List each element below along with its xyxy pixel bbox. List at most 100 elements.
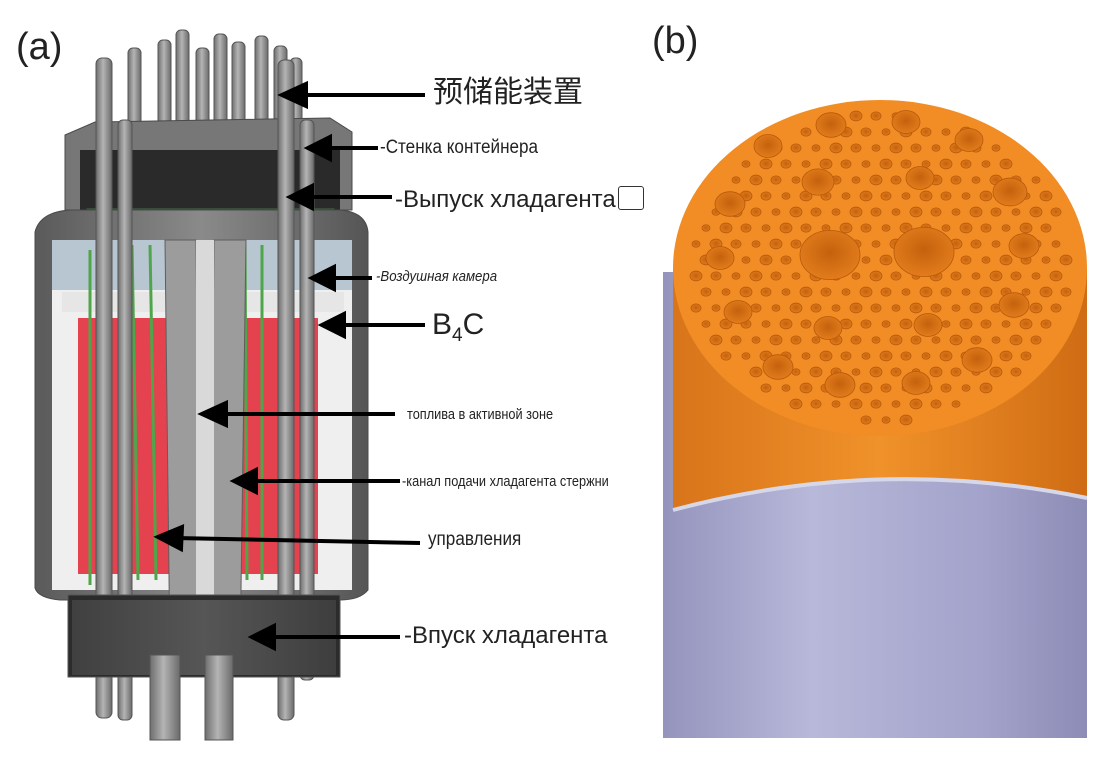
coolant-hole: [899, 318, 913, 330]
coolant-hole: [880, 191, 892, 201]
coolant-hole: [751, 336, 761, 344]
coolant-hole: [891, 304, 901, 312]
coolant-hole: [760, 383, 772, 393]
coolant-hole: [789, 398, 803, 410]
coolant-hole: [749, 174, 763, 186]
coolant-hole: [981, 160, 991, 168]
coolant-hole: [950, 367, 962, 377]
coolant-hole: [861, 160, 871, 168]
coolant-hole: [851, 176, 861, 184]
coolant-hole: [913, 313, 943, 337]
coolant-hole: [909, 302, 923, 314]
coolant-hole: [741, 160, 751, 168]
label-energy-storage: 预储能装置: [433, 75, 583, 110]
coolant-hole: [910, 143, 922, 153]
coolant-hole: [909, 398, 923, 410]
coolant-hole: [941, 128, 951, 136]
coolant-hole: [824, 372, 856, 398]
coolant-hole: [950, 175, 962, 185]
coolant-hole: [960, 255, 972, 265]
coolant-hole: [1029, 206, 1043, 218]
coolant-hole: [731, 272, 741, 280]
coolant-hole: [880, 383, 892, 393]
coolant-hole: [813, 316, 843, 340]
coolant-hole: [829, 142, 843, 154]
coolant-hole: [879, 350, 893, 362]
coolant-hole: [930, 207, 942, 217]
coolant-hole: [801, 168, 835, 196]
coolant-hole: [970, 335, 982, 345]
perforated-block-model: [663, 80, 1104, 771]
coolant-hole: [849, 398, 863, 410]
coolant-hole: [1019, 222, 1033, 234]
coolant-hole: [919, 190, 933, 202]
coolant-hole: [811, 336, 821, 344]
coolant-hole: [869, 270, 883, 282]
coolant-hole: [753, 134, 783, 158]
coolant-hole: [861, 256, 871, 264]
coolant-hole: [1019, 318, 1033, 330]
coolant-hole: [771, 304, 781, 312]
coolant-hole: [979, 382, 993, 394]
coolant-hole: [859, 286, 873, 298]
coolant-hole: [860, 319, 872, 329]
coolant-hole: [1009, 334, 1023, 346]
label-arrows: [153, 80, 425, 652]
coolant-hole: [980, 223, 992, 233]
coolant-hole: [840, 159, 852, 169]
coolant-hole: [849, 206, 863, 218]
coolant-hole: [810, 399, 822, 409]
coolant-hole: [710, 271, 722, 281]
coolant-hole: [811, 144, 821, 152]
coolant-hole: [991, 144, 1001, 152]
coolant-hole: [941, 320, 951, 328]
coolant-hole: [998, 292, 1030, 318]
coolant-hole: [889, 142, 903, 154]
coolant-hole: [880, 287, 892, 297]
coolant-hole: [789, 206, 803, 218]
coolant-hole: [890, 367, 902, 377]
coolant-hole: [719, 318, 733, 330]
coolant-hole: [779, 222, 793, 234]
coolant-hole: [859, 382, 873, 394]
coolant-hole: [800, 223, 812, 233]
coolant-hole: [951, 400, 961, 408]
coolant-hole: [714, 191, 746, 217]
coolant-hole: [1050, 207, 1062, 217]
coolant-hole: [1060, 287, 1072, 297]
coolant-hole: [790, 239, 802, 249]
coolant-hole: [919, 286, 933, 298]
coolant-hole: [1010, 367, 1022, 377]
coolant-hole: [749, 270, 763, 282]
coolant-hole: [810, 303, 822, 313]
coolant-hole: [879, 158, 893, 170]
coolant-hole: [891, 208, 901, 216]
coolant-hole: [1020, 351, 1032, 361]
coolant-hole: [849, 110, 863, 122]
coolant-hole: [709, 334, 723, 346]
coolant-hole: [781, 384, 791, 392]
coolant-hole: [861, 352, 871, 360]
coolant-hole: [1008, 233, 1040, 259]
coolant-hole: [869, 366, 883, 378]
coolant-hole: [950, 271, 962, 281]
coolant-hole: [770, 271, 782, 281]
coolant-hole: [790, 335, 802, 345]
coolant-hole: [841, 288, 851, 296]
coolant-hole: [1001, 224, 1011, 232]
coolant-hole: [691, 240, 701, 248]
coolant-hole: [921, 160, 931, 168]
coolant-hole: [700, 287, 712, 297]
label-coolant-channel: -канал подачи хладагента стержни: [402, 473, 609, 490]
coolant-hole: [779, 318, 793, 330]
coolant-hole: [791, 176, 801, 184]
coolant-hole: [961, 347, 993, 373]
label-b4c: B4C: [432, 310, 484, 346]
coolant-hole: [909, 206, 923, 218]
coolant-hole: [981, 256, 991, 264]
coolant-hole: [881, 128, 891, 136]
coolant-hole: [790, 143, 802, 153]
coolant-hole: [815, 112, 847, 138]
label-control: управления: [428, 529, 522, 550]
coolant-hole: [870, 303, 882, 313]
